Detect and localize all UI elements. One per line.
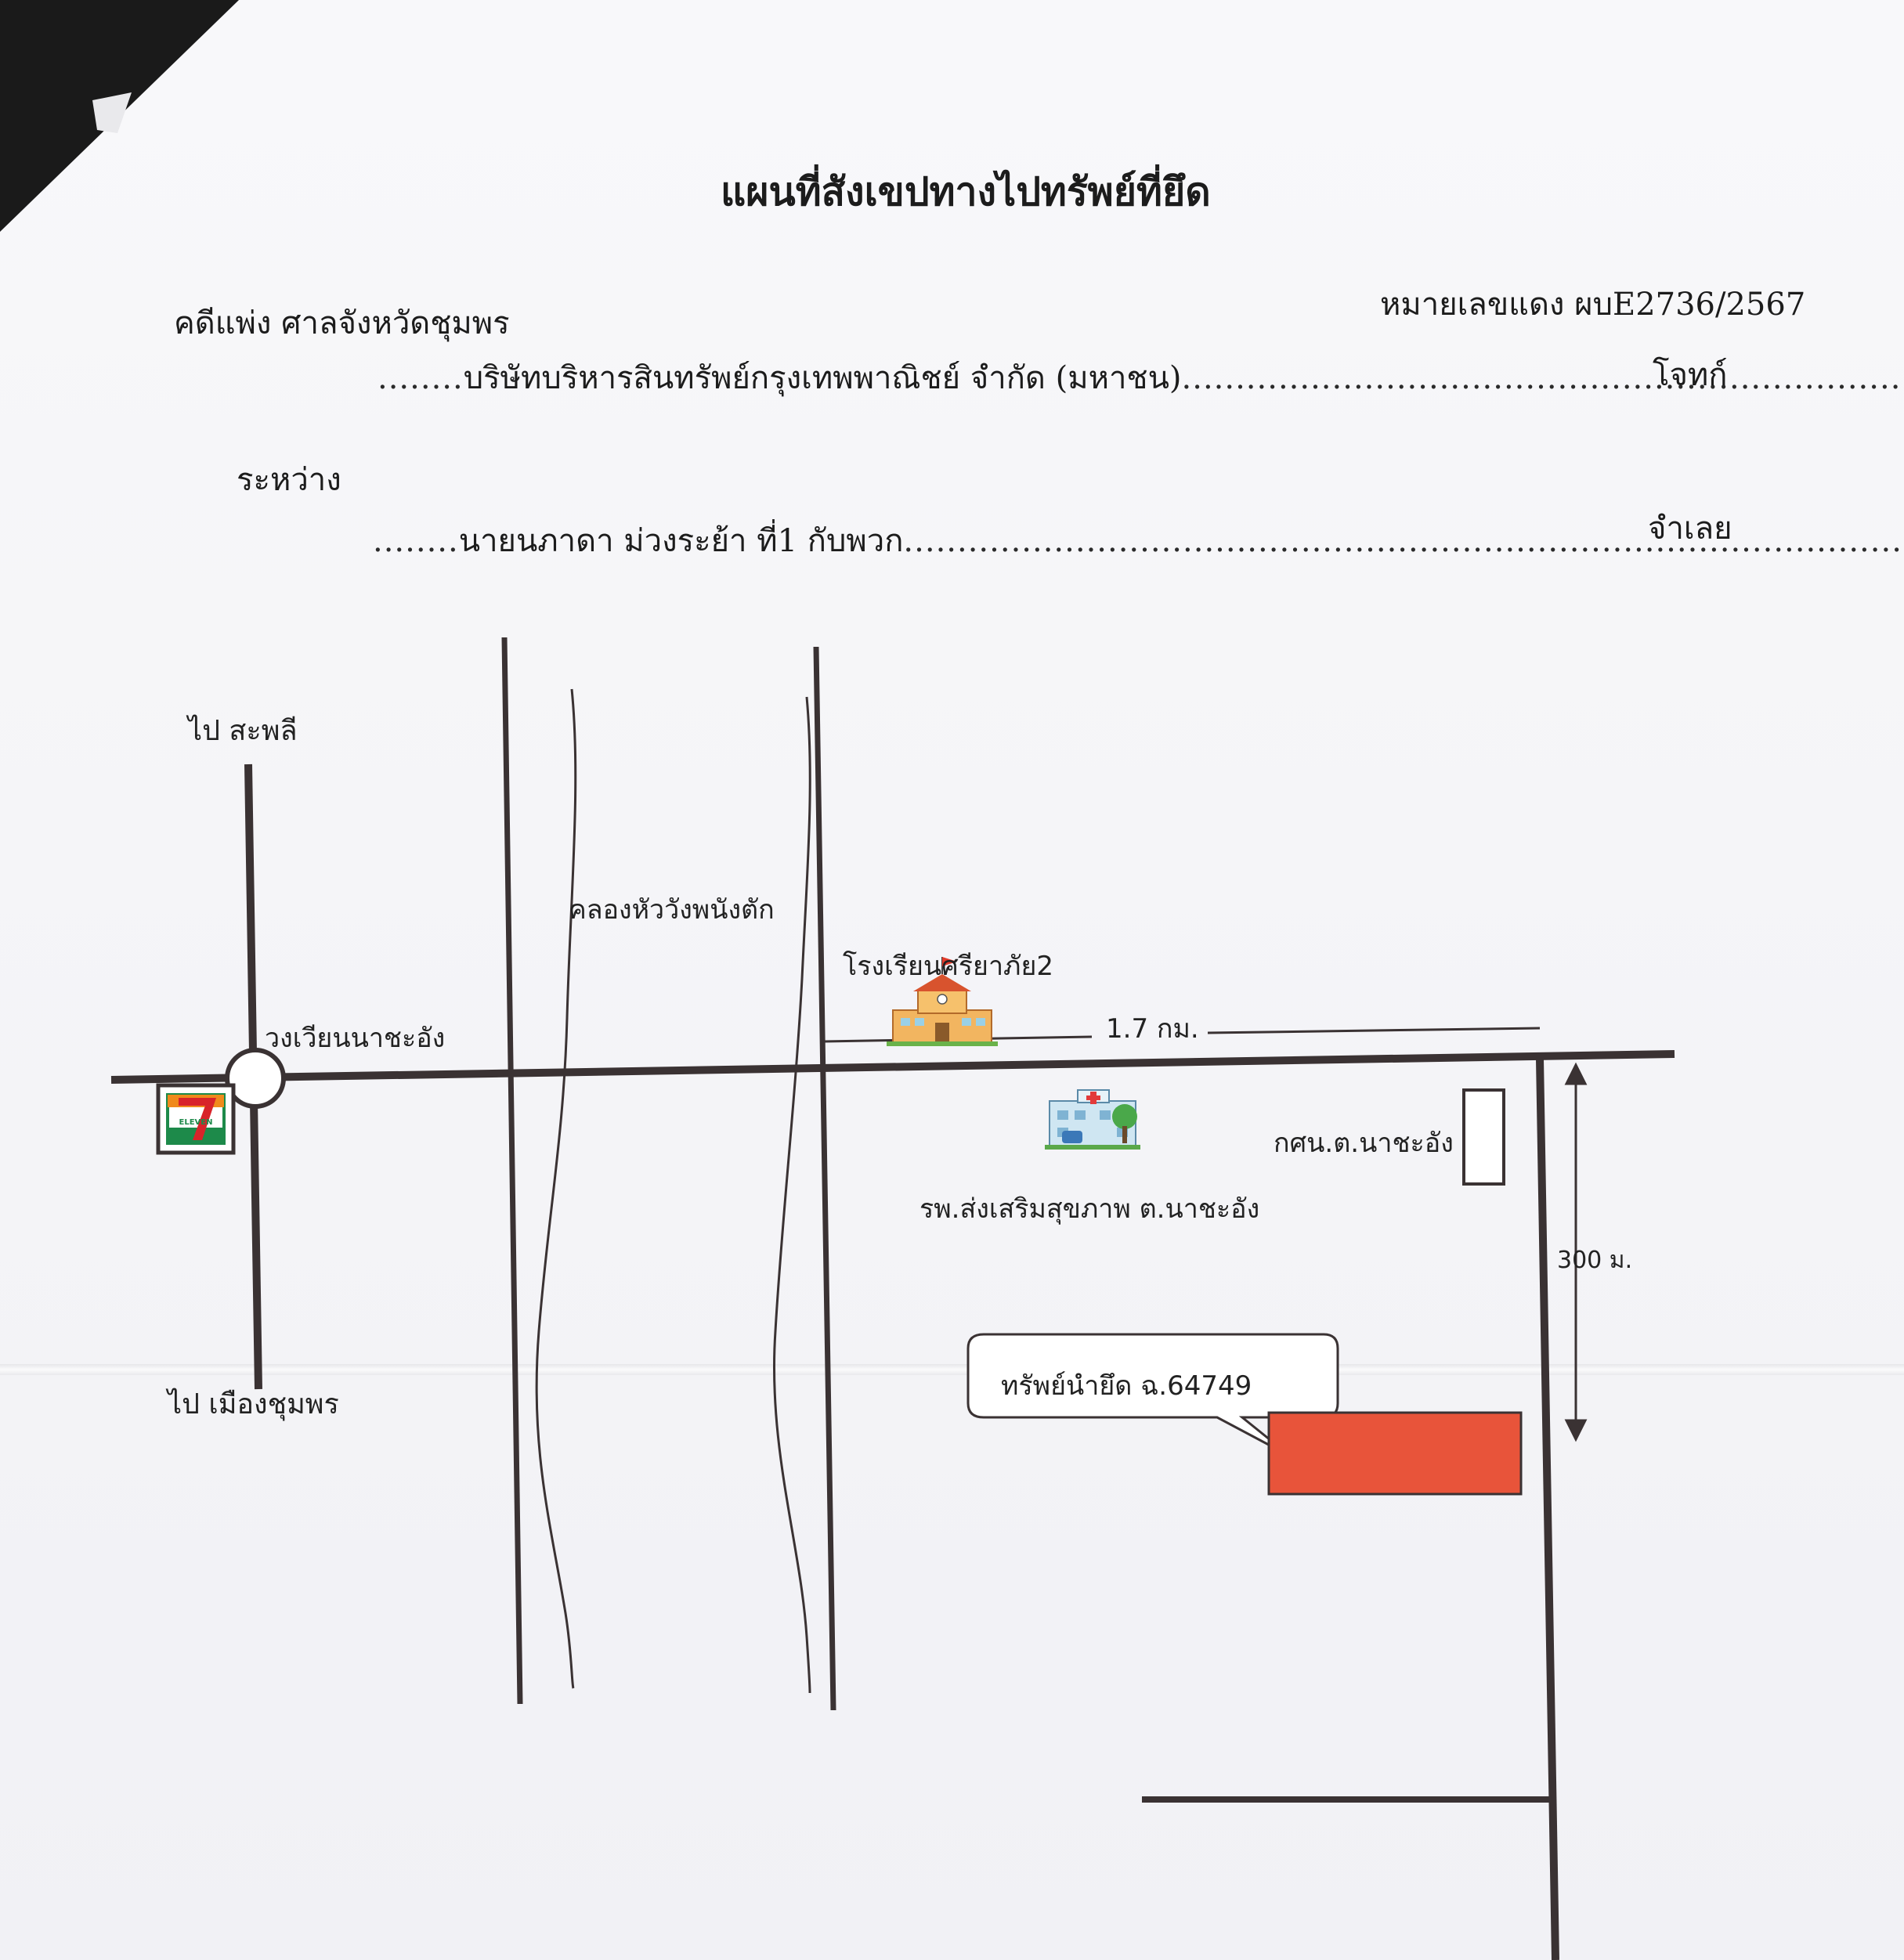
plaintiff-name: บริษัทบริหารสินทรัพย์กรุงเทพพาณิชย์ จำกั…: [463, 360, 1182, 396]
defendant-line: ........นายนภาดา ม่วงระย้า ที่1 กับพวก..…: [373, 515, 1904, 565]
seized-property-parcel: [1267, 1411, 1523, 1496]
road-left-of-canal: [501, 637, 523, 1705]
document-title: แผนที่สังเขปทางไปทรัพย์ที่ยึด: [721, 168, 1211, 215]
distance-line: [1207, 1027, 1541, 1034]
canal-bank-right: [772, 696, 811, 1694]
distance-arrow: [1564, 1062, 1588, 1442]
canal: [535, 688, 811, 1694]
road-to-property: [1536, 1058, 1559, 1960]
label-to-chumphon: ไป เมืองชุมพร: [168, 1388, 339, 1420]
main-road: [110, 1050, 1675, 1084]
label-distance-km: 1.7 กม.: [1106, 1013, 1199, 1045]
seven-eleven-logo-icon: [156, 1083, 236, 1155]
label-school: โรงเรียนศรียาภัย2: [843, 951, 1053, 982]
label-to-sawi: ไป สะพลี: [188, 715, 298, 747]
paper-fold-line: [0, 1364, 1904, 1375]
label-roundabout: วงเวียนนาชะอัง: [265, 1023, 446, 1054]
property-callout: [966, 1333, 1339, 1458]
between-label: ระหว่าง: [237, 462, 341, 498]
roundabout-circle: [225, 1048, 286, 1109]
plaintiff-trail-dots: ........................................…: [1181, 360, 1904, 396]
label-distance-m: 300 ม.: [1557, 1247, 1633, 1274]
defendant-role: จำเลย: [1648, 511, 1732, 547]
canal-bank-left: [535, 688, 577, 1689]
label-nfe-center: กศน.ต.นาชะอัง: [1274, 1128, 1454, 1159]
nfe-center-building: [1462, 1088, 1505, 1186]
plaintiff-role: โจทก์: [1653, 357, 1728, 393]
label-seized-property: ทรัพย์นำยึด ฉ.64749: [1001, 1370, 1252, 1402]
defendant-trail-dots: ........................................…: [903, 523, 1904, 559]
plaintiff-line: ........บริษัทบริหารสินทรัพย์กรุงเทพพาณิ…: [378, 352, 1904, 402]
hospital-building-icon: [1045, 1089, 1140, 1150]
case-type-court: คดีแพ่ง ศาลจังหวัดชุมพร: [174, 305, 510, 341]
label-health-hospital: รพ.ส่งเสริมสุขภาพ ต.นาชะอัง: [919, 1193, 1260, 1225]
defendant-lead-dots: ........: [373, 523, 459, 559]
plaintiff-lead-dots: ........: [378, 360, 464, 396]
label-canal: คลองหัววังพนังตัก: [569, 894, 775, 926]
red-case-number: หมายเลขแดง ผบE2736/2567: [1380, 287, 1806, 323]
road-right-of-canal: [813, 646, 836, 1711]
folded-corner: [0, 0, 239, 232]
school-building-icon: [887, 957, 998, 1046]
store-logo-text: ELEVEN: [179, 1118, 213, 1127]
defendant-name: นายนภาดา ม่วงระย้า ที่1 กับพวก: [458, 523, 904, 559]
